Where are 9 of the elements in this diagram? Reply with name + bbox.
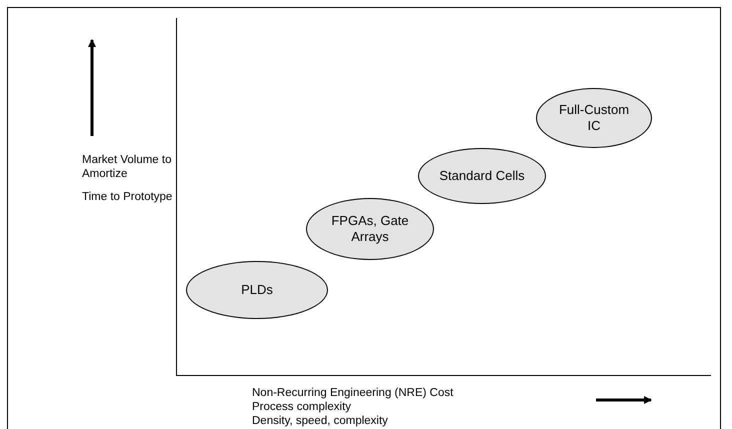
ellipse-node: Full-Custom IC: [536, 88, 652, 148]
axis-label: Process complexity: [252, 400, 352, 414]
axis-label: Market Volume to Amortize: [82, 153, 172, 181]
ellipse-node: FPGAs, Gate Arrays: [306, 198, 434, 260]
axis-label: Time to Prototype: [82, 190, 172, 204]
ellipse-node: PLDs: [186, 261, 328, 319]
axis-label: Non-Recurring Engineering (NRE) Cost: [252, 386, 454, 400]
ellipse-node: Standard Cells: [418, 148, 546, 204]
axis-label: Density, speed, complexity: [252, 414, 388, 428]
